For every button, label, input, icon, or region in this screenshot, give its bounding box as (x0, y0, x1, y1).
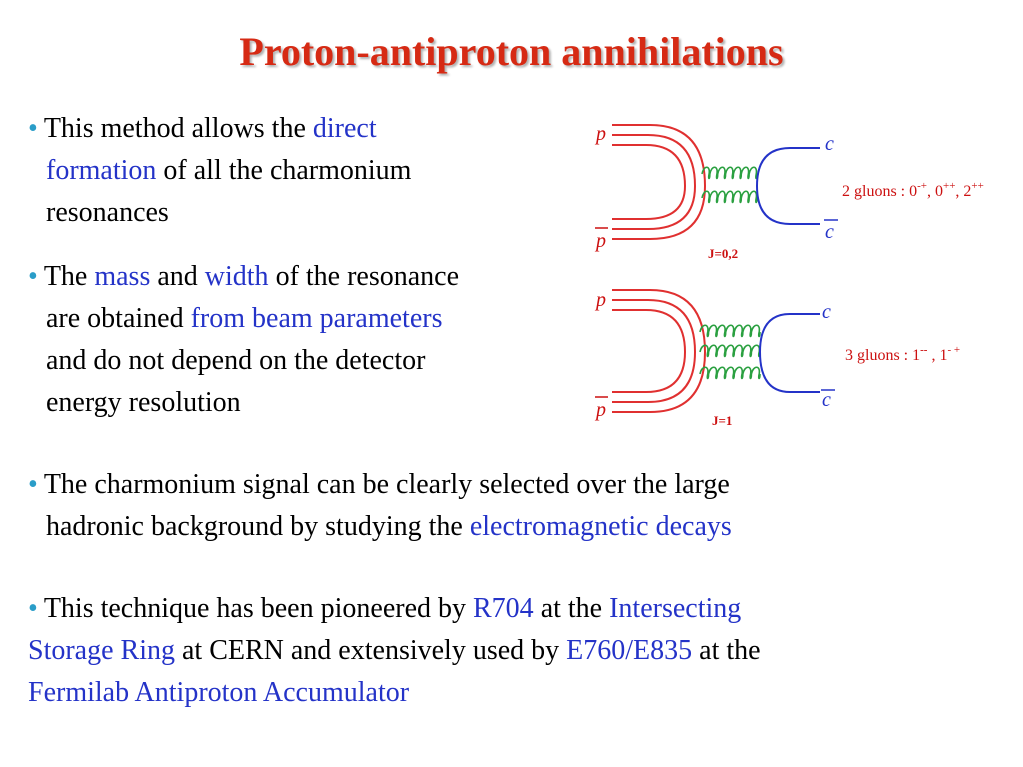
highlighted-term: Intersecting (609, 593, 742, 624)
bullet-line: formation of all the charmonium (28, 150, 411, 192)
top-proton-lines (612, 124, 707, 240)
bottom-c-label: c (822, 301, 831, 323)
bottom-j-label: J=1 (712, 413, 732, 428)
diagram-top: p p c c 2 gluons : 0-+, 0++, 2++ J=0,2 (594, 123, 984, 261)
text-segment: hadronic background by studying the (46, 511, 470, 542)
bullet-pioneered: •This technique has been pioneered by R7… (28, 588, 761, 714)
top-j-label: J=0,2 (708, 246, 738, 261)
gluon-coil (699, 324, 761, 338)
bottom-proton-lines (612, 289, 707, 413)
bullet-dot-icon: • (28, 113, 38, 144)
gluon-coil (701, 166, 758, 180)
text-segment: of the resonance (268, 261, 460, 292)
highlighted-term: electromagnetic decays (469, 511, 732, 542)
bullet-line: •This method allows the direct (28, 108, 411, 150)
top-c-label: c (825, 133, 834, 155)
bottom-pbar-label: p (594, 399, 606, 421)
text-segment: are obtained (46, 303, 191, 334)
top-gluons (701, 166, 758, 204)
text-segment: resonances (46, 197, 169, 228)
highlighted-term: R704 (473, 593, 534, 624)
top-c-quark-line (755, 147, 820, 225)
text-segment: of all the charmonium (156, 155, 412, 186)
text-segment: and do not depend on the detector (46, 345, 426, 376)
bullet-charmonium-signal: •The charmonium signal can be clearly se… (28, 464, 732, 548)
text-segment: and (150, 261, 205, 292)
top-p-label: p (594, 123, 606, 145)
bullet-line: Storage Ring at CERN and extensively use… (28, 630, 761, 672)
gluon-coil (699, 344, 761, 358)
bullet-line: and do not depend on the detector (28, 340, 459, 382)
bullet-line: Fermilab Antiproton Accumulator (28, 672, 761, 714)
highlighted-term: from beam parameters (190, 303, 443, 334)
highlighted-term: width (204, 261, 269, 292)
text-segment: at CERN and extensively used by (175, 635, 567, 666)
highlighted-term: Storage Ring (28, 635, 175, 666)
slide-title: Proton-antiproton annihilations (239, 29, 784, 74)
bullet-dot-icon: • (28, 261, 38, 292)
gluon-coil (699, 366, 761, 380)
bullet-line: •The mass and width of the resonance (28, 256, 459, 298)
bottom-gluons (699, 324, 761, 380)
highlighted-term: Fermilab Antiproton Accumulator (28, 677, 410, 708)
top-pbar-label: p (594, 230, 606, 252)
top-gluons-label: 2 gluons : 0-+, 0++, 2++ (842, 180, 984, 200)
bullet-line: energy resolution (28, 382, 459, 424)
highlighted-term: direct (312, 113, 377, 144)
bullet-line: •The charmonium signal can be clearly se… (28, 464, 732, 506)
bottom-cbar-label: c (822, 389, 831, 411)
text-segment: The (43, 261, 95, 292)
text-segment: at the (692, 635, 761, 666)
bullet-line: hadronic background by studying the elec… (28, 506, 732, 548)
bottom-gluons-label: 3 gluons : 1-- , 1- + (845, 344, 960, 364)
diagram-bottom: p p c c 3 gluons : 1-- , 1- + J=1 (594, 289, 960, 428)
bullet-line: are obtained from beam parameters (28, 298, 459, 340)
highlighted-term: formation (46, 155, 157, 186)
text-segment: This method allows the (43, 113, 313, 144)
top-cbar-label: c (825, 221, 834, 243)
bullet-line: •This technique has been pioneered by R7… (28, 588, 761, 630)
bullet-dot-icon: • (28, 469, 38, 500)
gluon-coil (701, 190, 758, 204)
text-segment: The charmonium signal can be clearly sel… (43, 469, 730, 500)
bullet-dot-icon: • (28, 593, 38, 624)
text-segment: energy resolution (46, 387, 241, 418)
highlighted-term: E760/E835 (566, 635, 693, 666)
text-segment: at the (533, 593, 610, 624)
text-segment: This technique has been pioneered by (43, 593, 473, 624)
bullet-line: resonances (28, 192, 411, 234)
highlighted-term: mass (94, 261, 151, 292)
bottom-c-quark-line (758, 313, 820, 393)
bottom-p-label: p (594, 289, 606, 311)
